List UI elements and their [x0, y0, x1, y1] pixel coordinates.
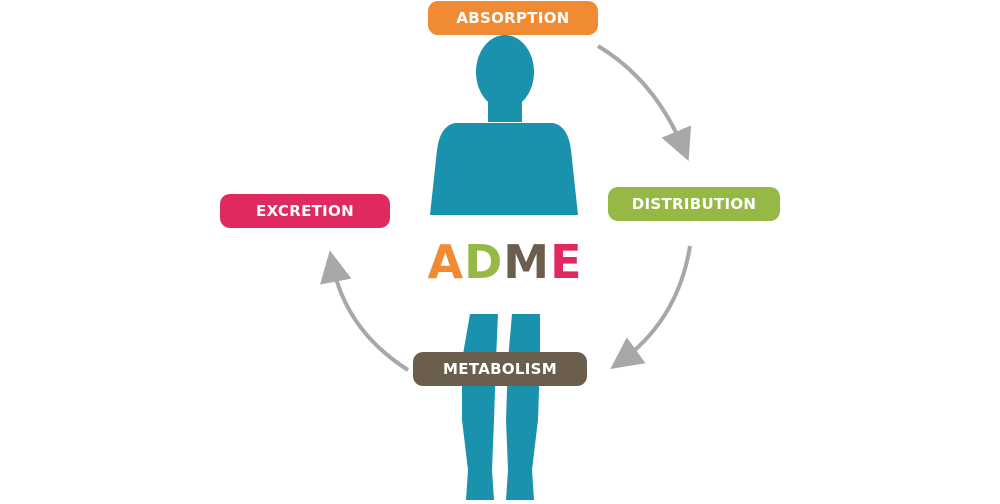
acronym-letter-d: D	[464, 235, 504, 289]
adme-acronym: ADME	[420, 234, 590, 290]
absorption-label: ABSORPTION	[428, 1, 598, 35]
acronym-letter-a: A	[427, 235, 465, 289]
excretion-label: EXCRETION	[220, 194, 390, 228]
acronym-letter-m: M	[503, 235, 551, 289]
acronym-letter-e: E	[550, 235, 583, 289]
arrow-absorption-to-distribution	[596, 44, 692, 162]
arrow-distribution-to-metabolism	[610, 245, 692, 370]
distribution-label: DISTRIBUTION	[608, 187, 780, 221]
metabolism-label: METABOLISM	[413, 352, 587, 386]
arrow-metabolism-to-excretion	[320, 250, 410, 372]
